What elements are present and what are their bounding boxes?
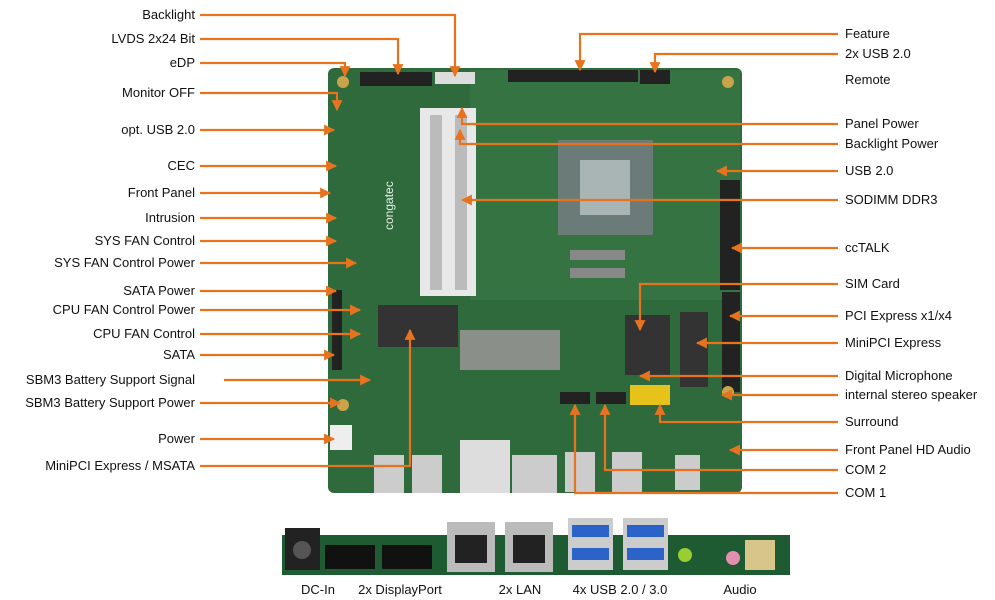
panel-power-callout-line	[456, 106, 838, 126]
callout-lines	[200, 13, 838, 495]
label-pci-express-x1-x4: PCI Express x1/x4	[845, 308, 952, 323]
label-panel-power: Panel Power	[845, 116, 919, 131]
label-sata: SATA	[162, 347, 195, 362]
minipcie-slot	[680, 312, 708, 387]
2x-usb-2-0-callout-line	[649, 52, 838, 74]
edp-connector	[435, 72, 475, 84]
label-usb-2-0: USB 2.0	[845, 163, 894, 178]
label-edp: eDP	[169, 55, 195, 70]
com-2-callout-line	[599, 403, 838, 472]
minipci-express-msata-callout-line	[200, 328, 416, 468]
backlight-callout-line	[200, 13, 461, 78]
label-cpu-fan-control: CPU FAN Control	[93, 326, 195, 341]
label-power: Power	[158, 431, 195, 446]
label-dc-in: DC-In	[301, 582, 335, 597]
inductors	[460, 330, 560, 370]
label-lvds-2x24-bit: LVDS 2x24 Bit	[111, 31, 195, 46]
edp-callout-line	[200, 61, 351, 78]
label-backlight: Backlight	[142, 7, 195, 22]
mainboard: congatec	[328, 68, 742, 493]
label-2x-usb-2-0: 2x USB 2.0	[845, 46, 911, 61]
label-com-1: COM 1	[845, 485, 887, 500]
monitor-off-callout-line	[200, 91, 343, 112]
label-intrusion: Intrusion	[145, 210, 195, 225]
label-surround: Surround	[845, 414, 899, 429]
io-panel	[282, 518, 790, 575]
label-sodimm-ddr3: SODIMM DDR3	[845, 192, 938, 207]
label-4x-usb-2-0-3-0: 4x USB 2.0 / 3.0	[572, 582, 668, 597]
surround-callout-line	[654, 403, 838, 424]
lan-ports	[460, 440, 510, 493]
sim-card-callout-line	[634, 282, 838, 332]
label-sbm3-battery-support-power: SBM3 Battery Support Power	[25, 395, 195, 410]
feature-callout-line	[574, 32, 838, 72]
label-opt-usb-2-0: opt. USB 2.0	[121, 122, 195, 137]
label-sys-fan-control: SYS FAN Control	[94, 233, 195, 248]
label-front-panel: Front Panel	[127, 185, 195, 200]
com-1-callout-line	[569, 403, 838, 495]
label-internal-stereo-speaker: internal stereo speaker	[845, 387, 978, 402]
label-2x-displayport: 2x DisplayPort	[358, 582, 442, 597]
label-2x-lan: 2x LAN	[498, 582, 542, 597]
label-backlight-power: Backlight Power	[845, 136, 939, 151]
label-cctalk: ccTALK	[845, 240, 890, 255]
label-sata-power: SATA Power	[123, 283, 195, 298]
label-front-panel-hd-audio: Front Panel HD Audio	[845, 442, 971, 457]
lvds-connector	[360, 72, 432, 86]
label-cec: CEC	[167, 158, 195, 173]
label-cpu-fan-control-power: CPU FAN Control Power	[52, 302, 195, 317]
label-com-2: COM 2	[845, 462, 887, 477]
label-monitor-off: Monitor OFF	[122, 85, 195, 100]
label-sys-fan-control-power: SYS FAN Control Power	[54, 255, 195, 270]
label-minipci-express-msata: MiniPCI Express / MSATA	[45, 458, 195, 473]
label-sbm3-battery-support-signal: SBM3 Battery Support Signal	[25, 372, 195, 387]
label-minipci-express: MiniPCI Express	[845, 335, 942, 350]
board-brand: congatec	[382, 181, 396, 230]
label-digital-microphone: Digital Microphone	[845, 368, 953, 383]
feature-connector	[508, 70, 638, 82]
audio-headers	[630, 385, 670, 405]
minipcie-msata-slot	[378, 305, 458, 347]
sim-card-slot	[625, 315, 670, 375]
sodimm-slot	[420, 108, 476, 296]
label-remote: Remote	[845, 72, 891, 87]
label-sim-card: SIM Card	[845, 276, 900, 291]
backlight-power-callout-line	[454, 128, 838, 146]
displayport	[374, 455, 404, 493]
cctalk-connector	[720, 180, 740, 290]
label-feature: Feature	[845, 26, 890, 41]
lvds-2x24-bit-callout-line	[200, 37, 404, 76]
label-audio: Audio	[723, 582, 757, 597]
